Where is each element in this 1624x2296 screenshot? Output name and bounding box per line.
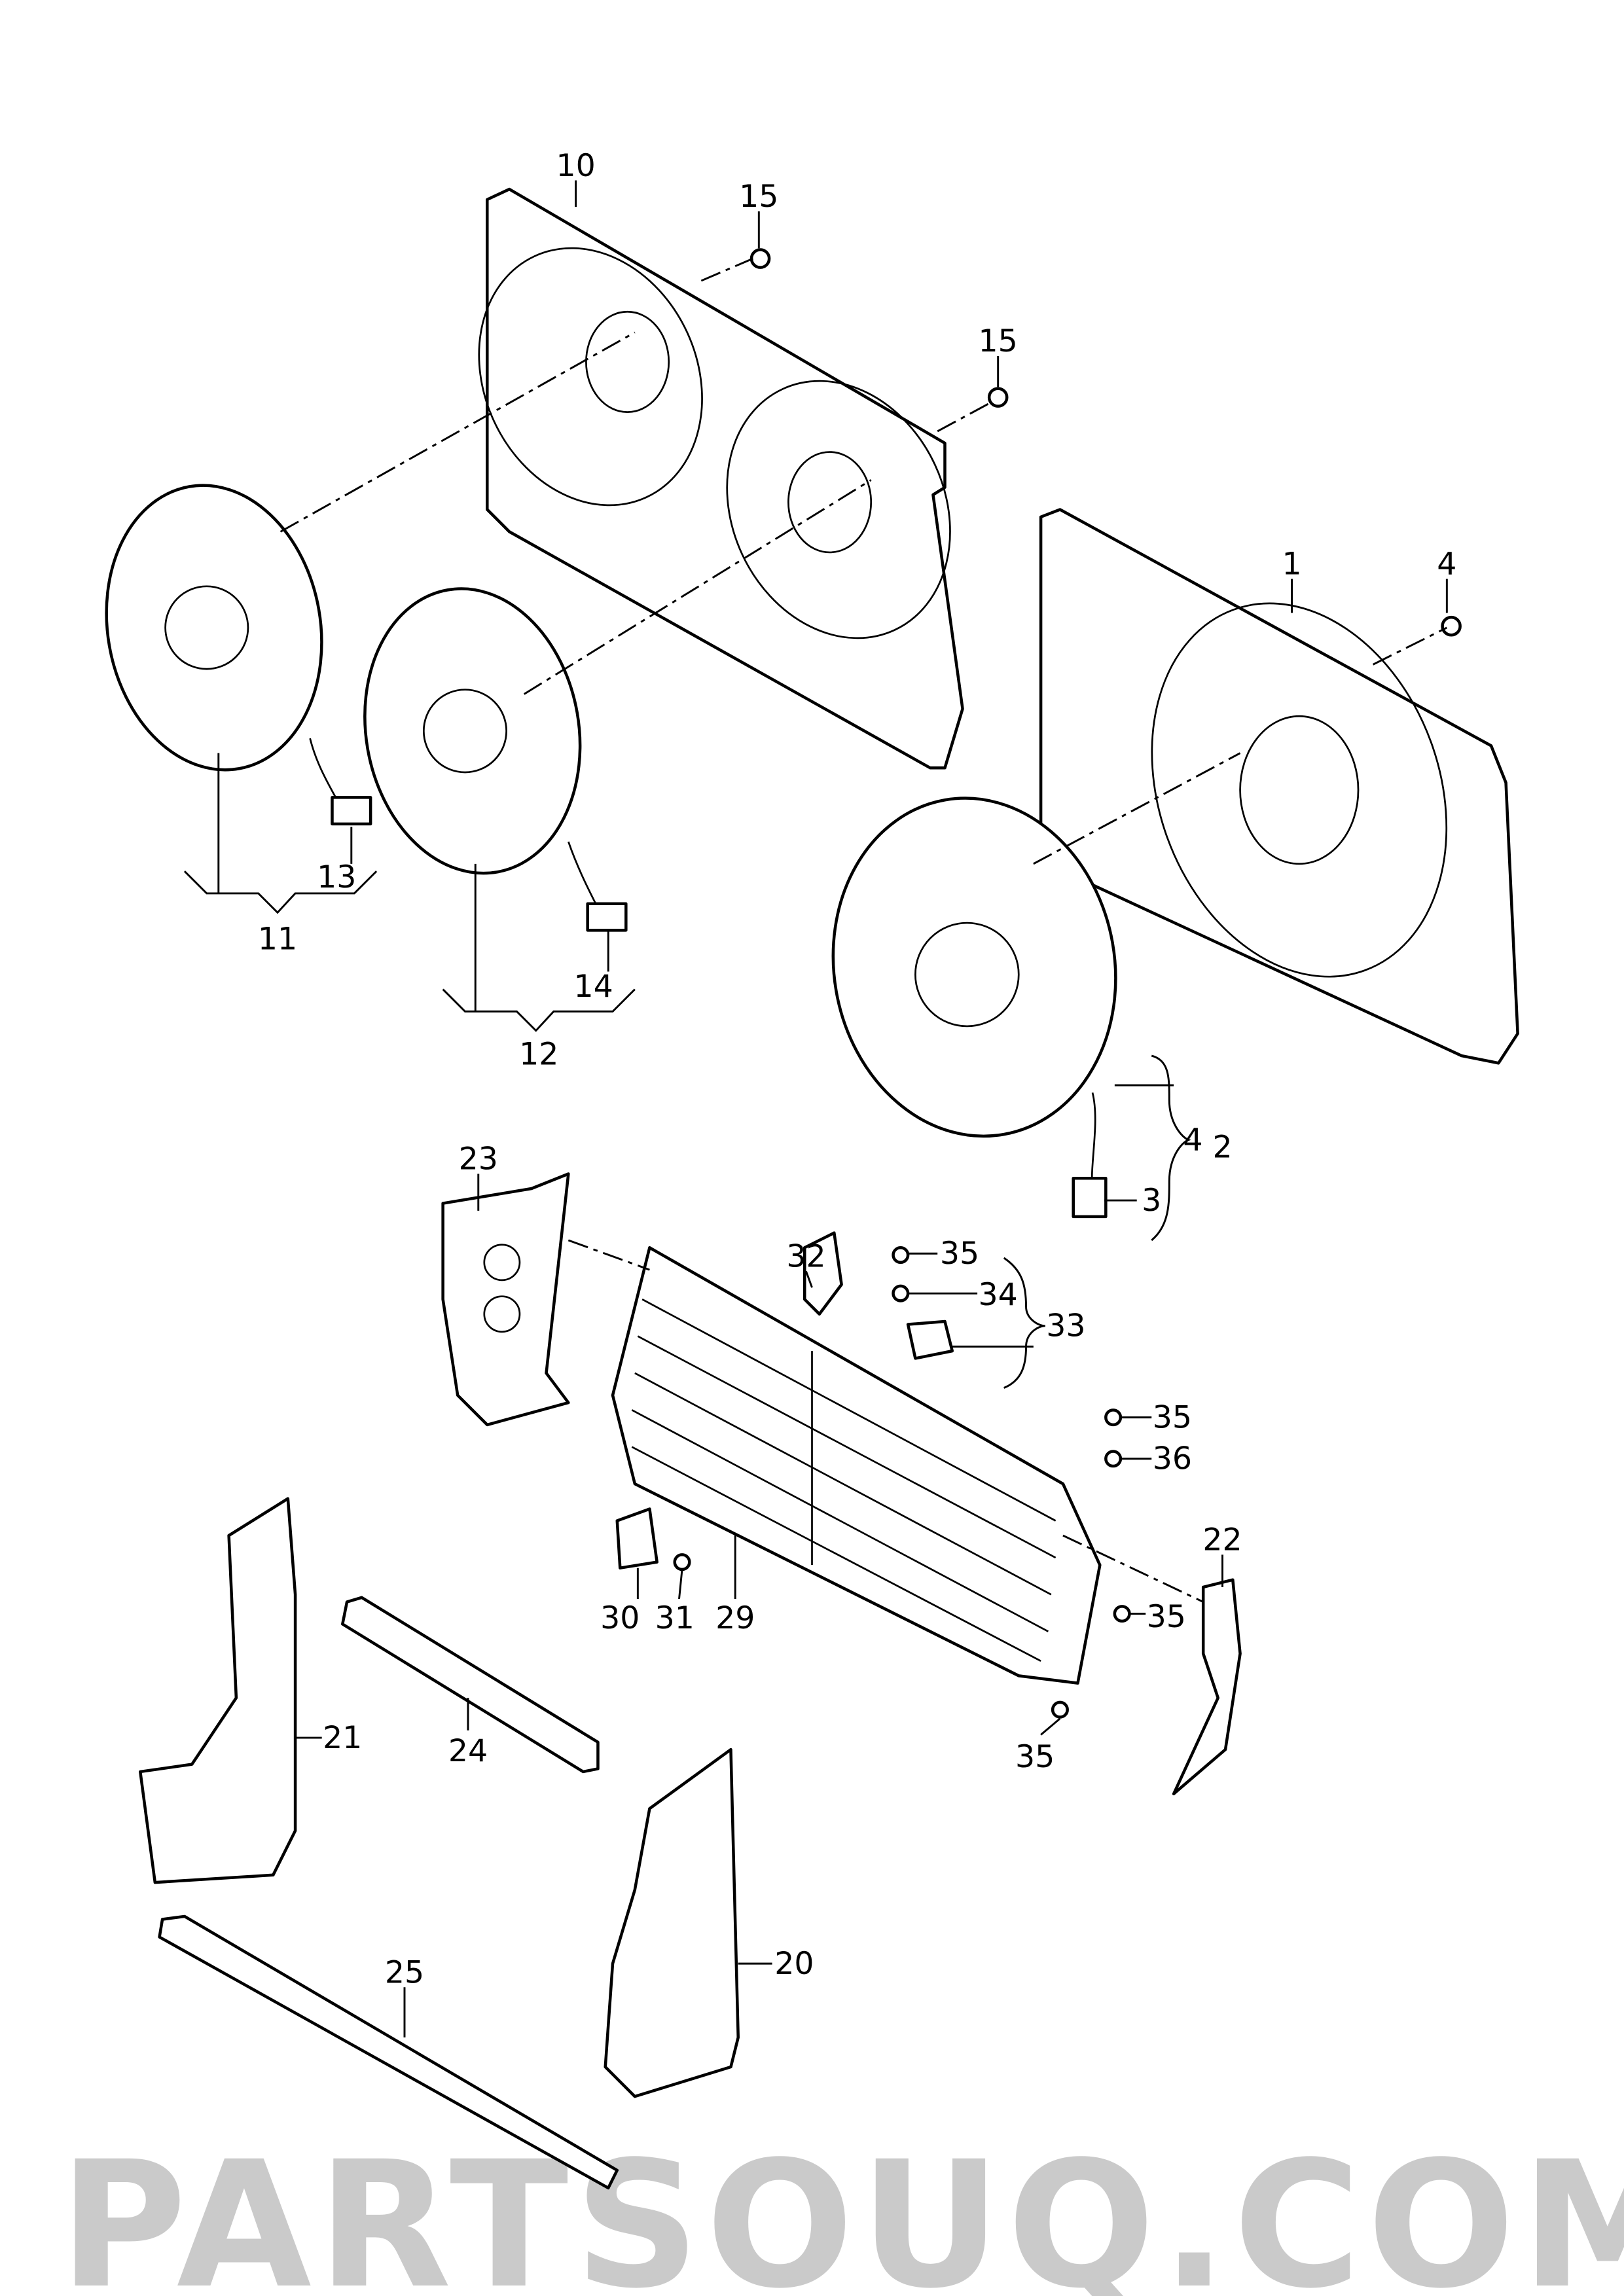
callout-35: 35 <box>1147 1599 1186 1635</box>
callout-4: 4 <box>1437 547 1456 583</box>
callout-35: 35 <box>940 1236 979 1272</box>
callout-11: 11 <box>258 922 297 958</box>
actuator-32 <box>803 1231 843 1316</box>
callout-32: 32 <box>786 1239 825 1275</box>
callout-14: 14 <box>574 969 613 1005</box>
air-shutter-29 <box>611 1246 1102 1685</box>
callout-21: 21 <box>323 1720 362 1756</box>
callout-22: 22 <box>1202 1522 1242 1558</box>
callout-35: 35 <box>1015 1739 1055 1775</box>
air-guide-22 <box>1172 1578 1242 1796</box>
motor-30 <box>615 1507 659 1570</box>
callout-4: 4 <box>1183 1122 1202 1158</box>
callout-24: 24 <box>448 1733 488 1769</box>
callout-23: 23 <box>459 1141 498 1177</box>
callout-30: 30 <box>600 1600 640 1636</box>
air-guide-20 <box>604 1748 740 2098</box>
callout-36: 36 <box>1153 1441 1192 1477</box>
callout-3: 3 <box>1142 1183 1161 1219</box>
strip-24 <box>341 1596 600 1774</box>
callout-20: 20 <box>774 1946 814 1982</box>
air-guide-23 <box>441 1172 570 1427</box>
callout-25: 25 <box>385 1954 424 1990</box>
watermark: PARTSOUQ.COM <box>59 2124 1624 2296</box>
bracket-33 <box>906 1319 954 1360</box>
callout-12: 12 <box>519 1037 558 1073</box>
fan-11 <box>105 484 372 826</box>
callout-29: 29 <box>715 1600 755 1636</box>
callout-13: 13 <box>317 859 356 895</box>
fan-12 <box>363 587 628 932</box>
air-guide-21 <box>139 1497 297 1884</box>
fan-2 <box>831 797 1117 1219</box>
callout-33: 33 <box>1046 1308 1085 1344</box>
callout-labels: 10 15 15 1 4 13 11 14 12 4 2 3 23 32 35 … <box>258 148 1457 1991</box>
callout-35: 35 <box>1153 1399 1192 1435</box>
dual-fan-shroud-10 <box>478 187 964 770</box>
screws <box>673 248 1462 1719</box>
callout-15: 15 <box>739 179 778 215</box>
callout-10: 10 <box>556 148 595 184</box>
callout-15: 15 <box>979 323 1018 359</box>
callout-31: 31 <box>655 1600 695 1636</box>
callout-34: 34 <box>979 1277 1018 1313</box>
callout-2: 2 <box>1212 1130 1232 1166</box>
strip-25 <box>158 1914 619 2190</box>
callout-1: 1 <box>1282 547 1301 583</box>
